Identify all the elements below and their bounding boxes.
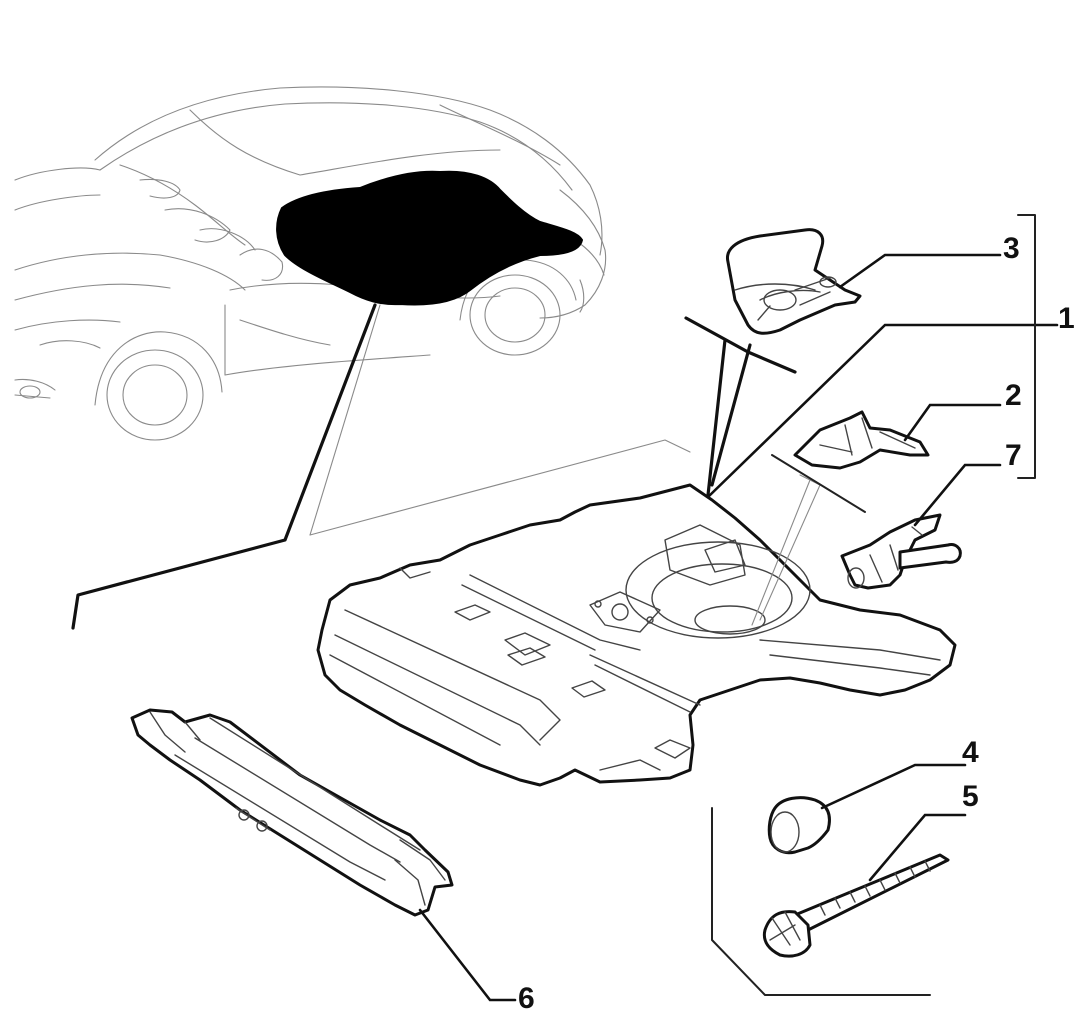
view-line-d — [751, 479, 811, 626]
callout-6: 6 — [518, 982, 535, 1010]
leader-line-6 — [418, 908, 517, 1002]
callout-5: 5 — [962, 780, 979, 813]
view-line-a — [706, 338, 727, 497]
leader-line-7 — [913, 463, 1002, 527]
guide-line-thin-2 — [309, 439, 691, 536]
view-line-c — [684, 316, 797, 374]
part-4-plug — [767, 796, 831, 855]
part-2-bracket — [793, 410, 930, 470]
leader-line-3 — [838, 253, 1002, 289]
leader-line-4 — [820, 763, 967, 810]
callout-7: 7 — [1005, 439, 1022, 472]
view-line-f — [771, 454, 866, 513]
part-5-fir-tree-clip — [762, 853, 950, 958]
callout-4: 4 — [962, 736, 979, 769]
callout-1: 1 — [1058, 302, 1075, 335]
callout-2: 2 — [1005, 379, 1022, 412]
part-7-pin-clip — [840, 513, 962, 590]
view-line-b — [710, 343, 752, 487]
group-bracket-bottom — [711, 807, 931, 996]
leader-line-2 — [903, 403, 1002, 442]
callout-3: 3 — [1003, 232, 1020, 265]
leader-line-5 — [868, 813, 967, 882]
guide-line-left — [71, 303, 377, 630]
leader-line-1 — [706, 323, 1059, 499]
guide-line-thin-1 — [309, 304, 381, 536]
highlighted-floor-area — [276, 170, 584, 306]
part-1-floor-panel — [316, 483, 957, 787]
part-3-rubber-mount — [725, 228, 862, 335]
part-6-side-member — [130, 708, 454, 917]
group-bracket-right — [1017, 214, 1036, 479]
